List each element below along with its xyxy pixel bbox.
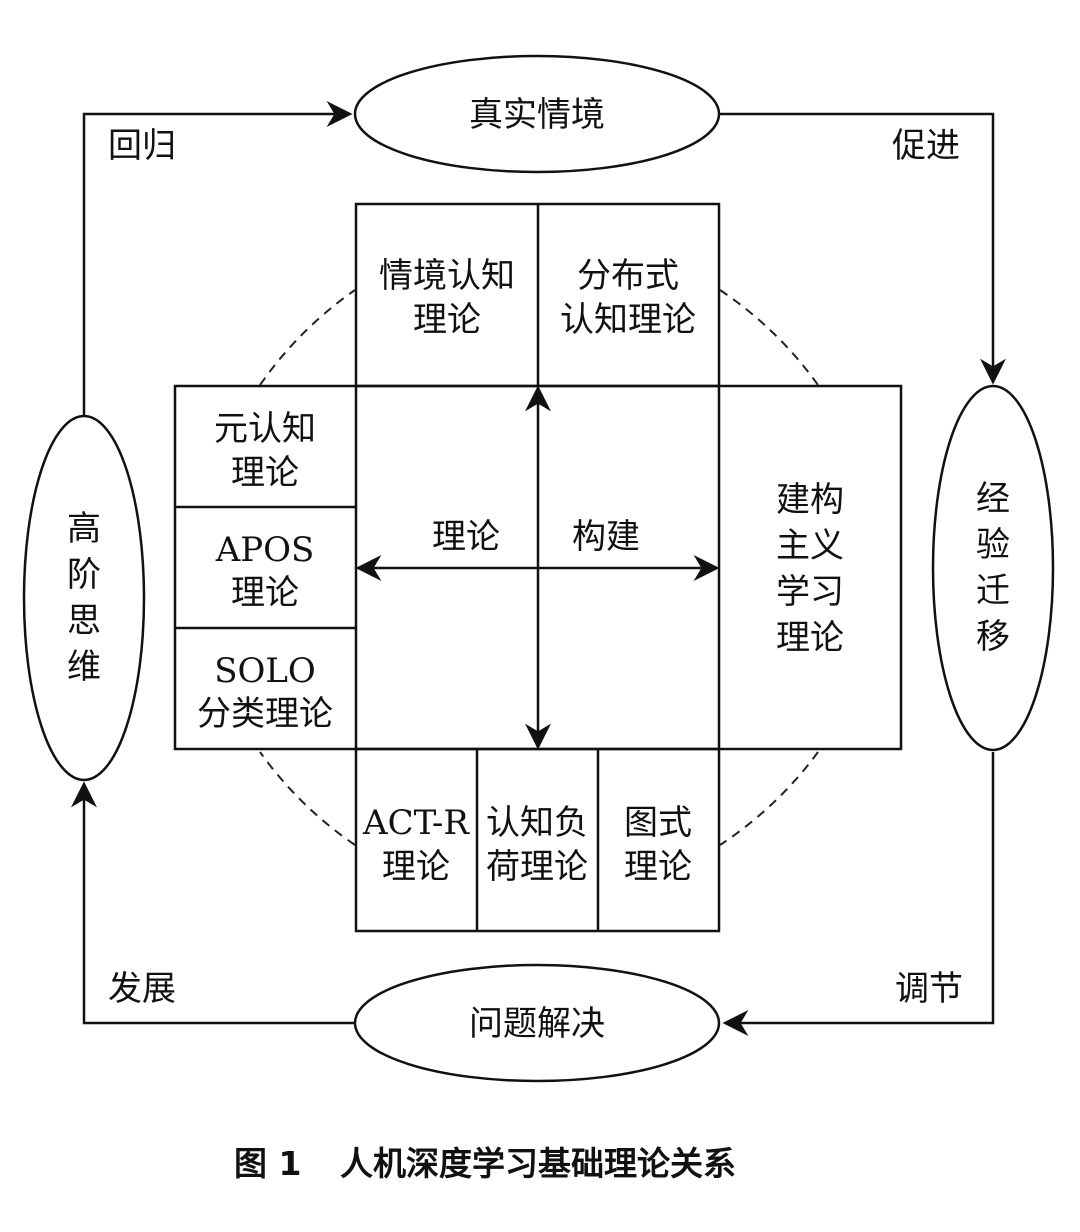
svg-text:ACT-R: ACT-R [362, 803, 470, 843]
node-problem-solving [353, 963, 721, 1083]
svg-text:情境认知: 情境认知 [379, 256, 515, 296]
box-metacognition: 元认知 理论 [214, 409, 316, 493]
svg-text:维: 维 [67, 647, 101, 687]
svg-text:元认知: 元认知 [214, 409, 316, 449]
dashed-circle-arcs [259, 289, 819, 846]
center-cross-arrows [355, 385, 720, 750]
svg-text:认知理论: 认知理论 [560, 300, 696, 340]
box-cognitive-load: 认知负 荷理论 [486, 803, 588, 887]
svg-text:移: 移 [976, 617, 1010, 657]
box-schema: 图式 理论 [624, 803, 692, 887]
svg-text:认知负: 认知负 [486, 803, 588, 843]
dashed-arc-top-left [259, 289, 356, 386]
svg-text:图式: 图式 [624, 803, 692, 843]
outer-nodes [22, 54, 1055, 1083]
node-experience-transfer [931, 384, 1055, 752]
svg-text:分类理论: 分类理论 [197, 694, 333, 734]
svg-text:理论: 理论 [413, 300, 481, 340]
center-label-theory: 理论 [432, 517, 500, 557]
box-distributed-cognition: 分布式 认知理论 [560, 256, 696, 340]
node-real-situation-label: 真实情境 [469, 95, 605, 135]
node-higher-order-thinking [22, 414, 146, 782]
dashed-arc-top-right [719, 289, 819, 386]
svg-text:经: 经 [976, 479, 1010, 519]
dashed-arc-bottom-right [719, 751, 819, 846]
node-higher-order-thinking-label: 高 阶 思 维 [67, 509, 101, 687]
figure-title: 人机深度学习基础理论关系 [340, 1144, 736, 1183]
box-solo: SOLO 分类理论 [197, 651, 333, 734]
svg-text:理论: 理论 [231, 573, 299, 613]
svg-text:验: 验 [976, 525, 1010, 565]
node-real-situation [353, 54, 721, 174]
dashed-arc-bottom-left [259, 751, 356, 846]
outer-cycle-connectors [71, 101, 1006, 1036]
box-act-r: ACT-R 理论 [362, 803, 470, 887]
svg-text:建构: 建构 [776, 480, 844, 520]
edge-label-regulate: 调节 [895, 969, 963, 1009]
svg-text:理论: 理论 [382, 847, 450, 887]
box-constructivism: 建构 主义 学习 理论 [776, 480, 844, 658]
box-apos: APOS 理论 [215, 530, 315, 613]
center-label-construct: 构建 [572, 517, 640, 557]
svg-text:主义: 主义 [776, 526, 844, 566]
svg-text:思: 思 [67, 601, 101, 641]
svg-text:理论: 理论 [624, 847, 692, 887]
edge-label-develop: 发展 [108, 969, 176, 1009]
svg-text:理论: 理论 [231, 453, 299, 493]
edge-label-promote: 促进 [892, 126, 960, 166]
svg-text:阶: 阶 [67, 555, 101, 595]
edge-label-return: 回归 [108, 126, 176, 166]
svg-text:迁: 迁 [976, 571, 1010, 611]
svg-text:荷理论: 荷理论 [486, 847, 588, 887]
svg-text:学习: 学习 [776, 572, 844, 612]
svg-text:分布式: 分布式 [577, 256, 679, 296]
svg-text:APOS: APOS [215, 530, 315, 570]
box-situated-cognition: 情境认知 理论 [379, 256, 515, 340]
svg-text:高: 高 [67, 509, 101, 549]
svg-text:理论: 理论 [776, 618, 844, 658]
node-experience-transfer-label: 经 验 迁 移 [976, 479, 1010, 657]
arrow-to-experience-transfer [720, 112, 1006, 385]
arrow-to-higher-order-thinking [71, 781, 355, 1025]
arrow-to-problem-solving [722, 752, 995, 1036]
svg-text:SOLO: SOLO [214, 651, 316, 691]
figure-number: 图 1 [234, 1144, 301, 1183]
arrow-to-real-situation [82, 101, 353, 415]
node-problem-solving-label: 问题解决 [469, 1004, 605, 1044]
